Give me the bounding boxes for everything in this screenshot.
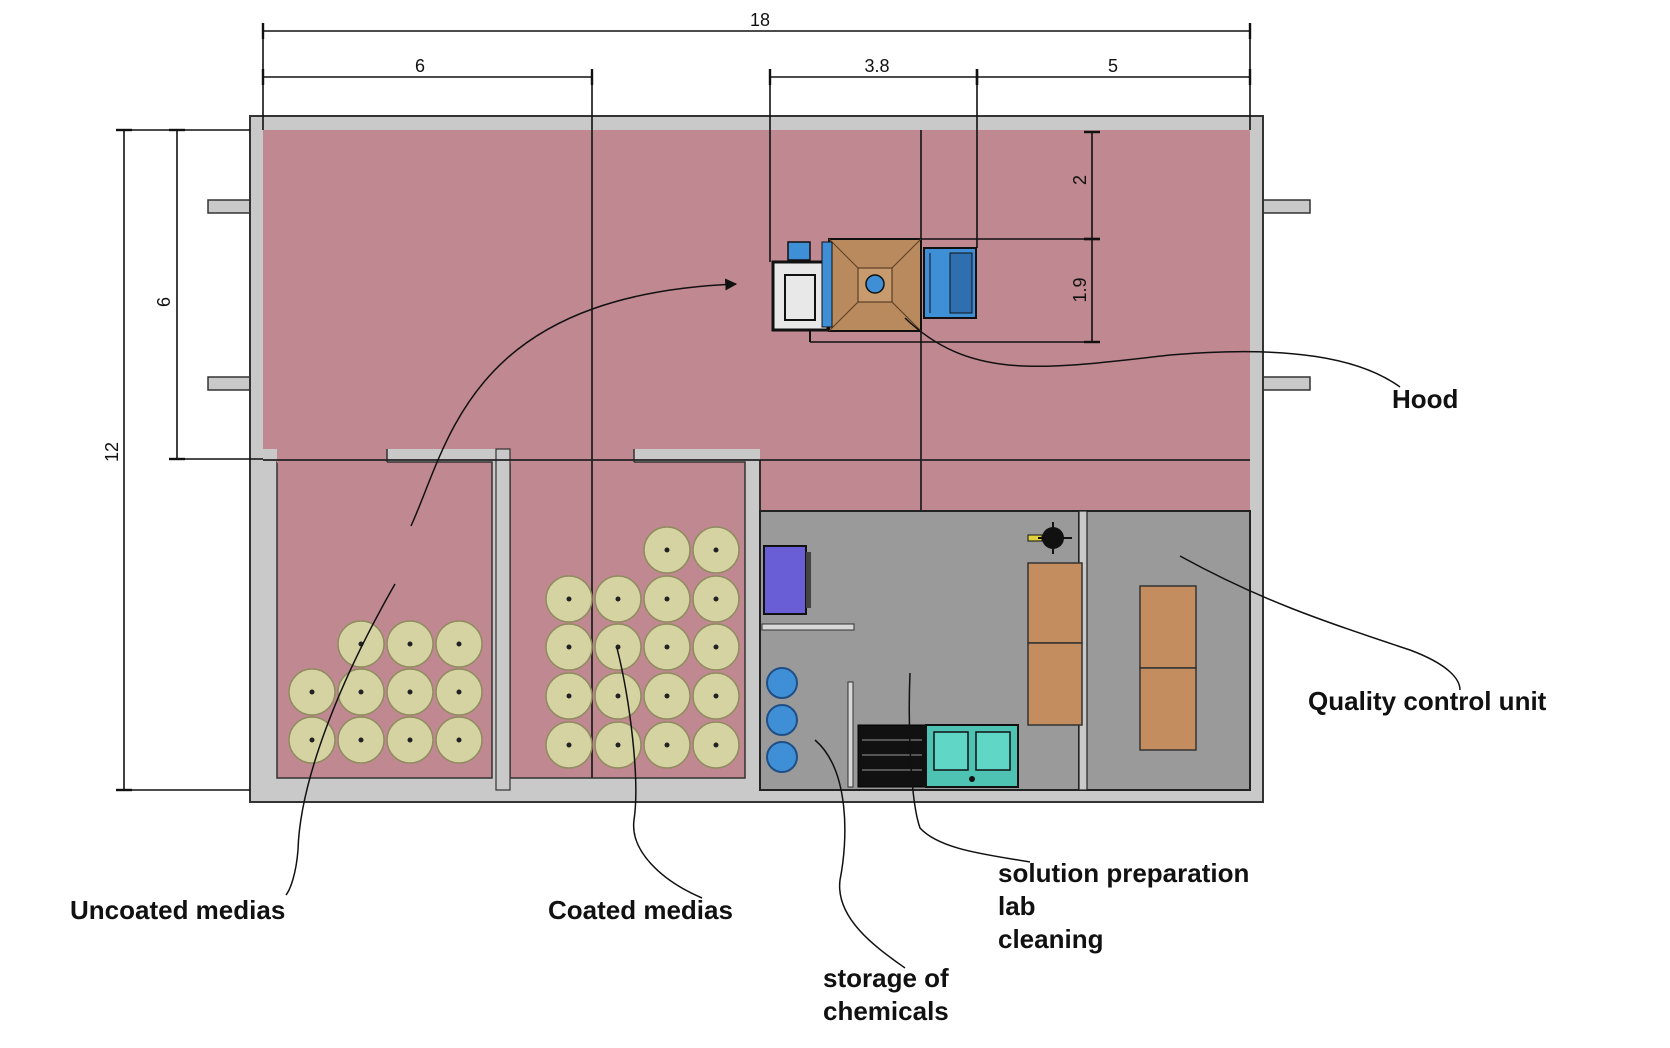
media-roll-core — [309, 689, 315, 695]
chemical-container — [766, 667, 798, 699]
media-roll-core — [713, 742, 719, 748]
qc-bench-upper — [1139, 585, 1197, 669]
label-coated-medias: Coated medias — [548, 895, 733, 925]
lab-bench-lower — [1027, 642, 1083, 726]
flow-arrow — [410, 278, 738, 527]
dim-hood-span: 3.8 — [864, 56, 889, 76]
chemical-container — [766, 741, 798, 773]
hood-center-icon — [865, 274, 885, 294]
media-roll-core — [615, 596, 621, 602]
media-roll-core — [407, 689, 413, 695]
label-solution-line1: solution preparation — [998, 858, 1249, 888]
media-roll-core — [664, 547, 670, 553]
leader-quality-control — [1179, 555, 1461, 691]
media-roll-core — [407, 641, 413, 647]
media-roll-core — [309, 737, 315, 743]
media-roll-core — [713, 644, 719, 650]
media-roll-core — [566, 693, 572, 699]
dim-hood-depth: 1.9 — [1070, 277, 1090, 302]
media-roll-core — [713, 596, 719, 602]
hood-equipment — [771, 238, 977, 342]
chemical-container — [766, 704, 798, 736]
media-roll-core — [566, 644, 572, 650]
coated-media-rolls — [545, 526, 740, 769]
qc-bench-lower — [1139, 667, 1197, 751]
media-roll-core — [456, 689, 462, 695]
lab-equipment — [761, 522, 1197, 788]
media-roll-core — [664, 596, 670, 602]
media-roll-core — [664, 693, 670, 699]
dim-hood-offset: 2 — [1070, 175, 1090, 185]
media-roll-core — [566, 596, 572, 602]
media-roll-core — [566, 742, 572, 748]
media-roll-core — [664, 644, 670, 650]
leader-solution — [908, 672, 1031, 863]
label-solution-line2: lab — [998, 891, 1036, 921]
media-roll-core — [713, 693, 719, 699]
dim-overall-height: 12 — [102, 442, 122, 462]
media-roll-core — [456, 641, 462, 647]
media-roll-core — [615, 693, 621, 699]
label-uncoated-medias: Uncoated medias — [70, 895, 285, 925]
media-roll-core — [456, 737, 462, 743]
label-solution-line3: cleaning — [998, 924, 1103, 954]
room-labels: Hood Quality control unit Uncoated media… — [70, 384, 1547, 1026]
media-roll-core — [615, 742, 621, 748]
dimension-lines: 18 6 3.8 5 12 6 2 1.9 — [102, 10, 1252, 792]
lab-bench-upper — [1027, 562, 1083, 644]
leader-coated — [616, 647, 703, 899]
label-quality-control: Quality control unit — [1308, 686, 1547, 716]
label-storage-line1: storage of — [823, 963, 949, 993]
leader-lines — [285, 317, 1461, 969]
media-roll-core — [358, 737, 364, 743]
monitor-unit — [763, 545, 807, 615]
uncoated-media-rolls — [288, 620, 483, 764]
media-roll-core — [664, 742, 670, 748]
dim-overall-width: 18 — [750, 10, 770, 30]
dim-upper-height: 6 — [154, 297, 174, 307]
media-roll-core — [358, 689, 364, 695]
label-storage-line2: chemicals — [823, 996, 949, 1026]
label-hood: Hood — [1392, 384, 1458, 414]
hood-left-blue-box — [787, 241, 811, 261]
desk-shelf — [761, 623, 855, 631]
media-roll-core — [615, 644, 621, 650]
dim-left-bay: 6 — [415, 56, 425, 76]
leader-uncoated — [285, 583, 396, 896]
leader-storage — [814, 739, 906, 969]
media-roll-core — [407, 737, 413, 743]
leader-hood — [904, 317, 1401, 388]
dim-right-span: 5 — [1108, 56, 1118, 76]
media-roll-core — [713, 547, 719, 553]
